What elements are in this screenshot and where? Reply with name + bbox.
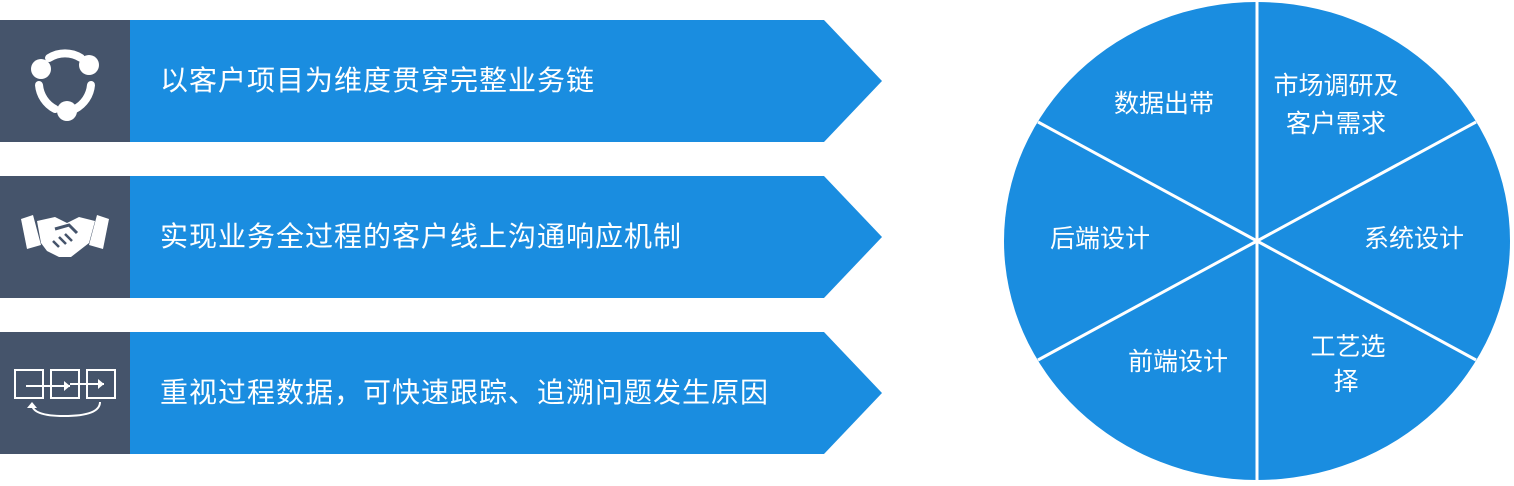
row-icon-box bbox=[0, 20, 130, 142]
row-banner bbox=[130, 20, 882, 142]
handshake-icon bbox=[21, 215, 109, 257]
process-wheel: 市场调研及 客户需求 系统设计 工艺选 择 前端设计 后端设计 数据出带 bbox=[1004, 2, 1510, 480]
row-text: 以客户项目为维度贯穿完整业务链 bbox=[160, 64, 596, 97]
segment-label-process-selection: 工艺选 bbox=[1310, 332, 1385, 361]
segment-label-tapeout: 数据出带 bbox=[1114, 89, 1214, 118]
process-flow-icon bbox=[14, 369, 116, 418]
segment-label-backend-design: 后端设计 bbox=[1050, 224, 1150, 253]
row-text: 实现业务全过程的客户线上沟通响应机制 bbox=[160, 220, 683, 253]
cycle-icon bbox=[31, 49, 99, 121]
row-icon-box bbox=[0, 176, 130, 298]
wheel-dividers bbox=[1037, 2, 1477, 480]
row-icon-box bbox=[0, 332, 130, 454]
segment-label-process-selection-line2: 择 bbox=[1333, 367, 1358, 396]
segment-label-system-design: 系统设计 bbox=[1364, 224, 1464, 253]
row-banner bbox=[130, 176, 882, 298]
segment-label-market-research: 市场调研及 bbox=[1273, 71, 1398, 100]
row-text: 重视过程数据，可快速跟踪、追溯问题发生原因 bbox=[160, 376, 770, 409]
segment-label-frontend-design: 前端设计 bbox=[1128, 347, 1228, 376]
row-banner bbox=[130, 332, 882, 454]
feature-row-process-data: 重视过程数据，可快速跟踪、追溯问题发生原因 bbox=[0, 332, 890, 454]
segment-label-market-research-line2: 客户需求 bbox=[1286, 109, 1386, 138]
feature-row-customer-project: 以客户项目为维度贯穿完整业务链 bbox=[0, 20, 890, 142]
feature-row-communication: 实现业务全过程的客户线上沟通响应机制 bbox=[0, 176, 890, 298]
